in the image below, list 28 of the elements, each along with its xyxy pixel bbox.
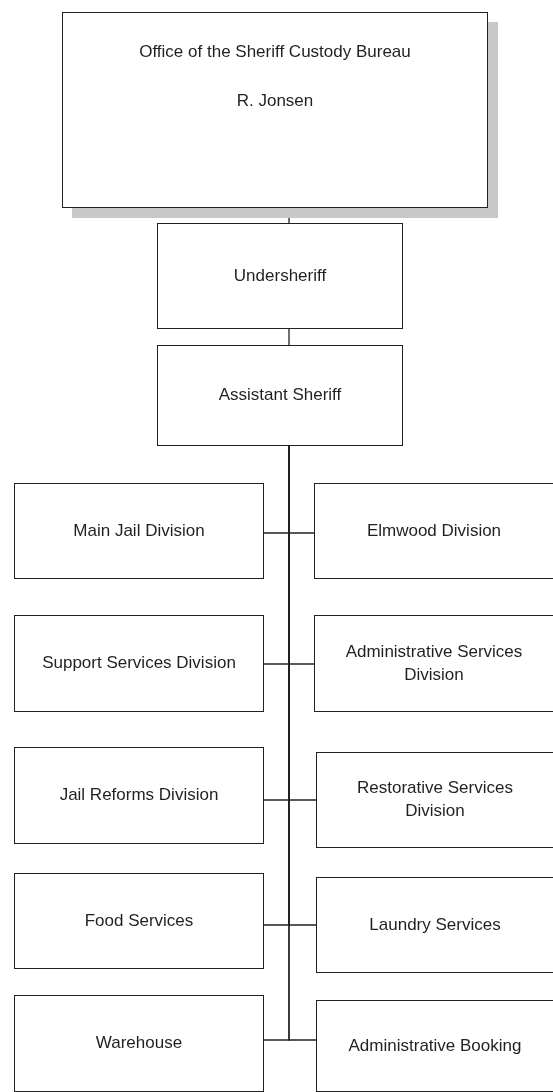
- box-label: Undersheriff: [233, 264, 327, 287]
- box-label: Administrative Booking: [348, 1034, 522, 1057]
- org-box: [14, 483, 264, 579]
- org-box: [14, 995, 264, 1092]
- org-box: [314, 615, 553, 712]
- box-label: Administrative Services Division: [344, 640, 524, 686]
- title-box: [62, 12, 488, 208]
- org-box: [314, 483, 553, 579]
- box-label: Restorative Services Division: [356, 777, 514, 822]
- box-label: Food Services: [84, 909, 194, 932]
- box-label: Support Services Division: [42, 652, 236, 675]
- box-label: Elmwood Division: [366, 519, 502, 542]
- box-label: Jail Reforms Division: [59, 784, 219, 807]
- org-box: [316, 877, 553, 973]
- name-label: R. Jonsen: [236, 89, 314, 112]
- org-box: [14, 615, 264, 712]
- org-box: [14, 747, 264, 844]
- org-box: [316, 1000, 553, 1092]
- box-label: Assistant Sheriff: [218, 384, 342, 406]
- org-box: [157, 345, 403, 446]
- box-label: Office of the Sheriff Custody Bureau: [139, 41, 411, 63]
- box-label: Warehouse: [95, 1032, 183, 1055]
- connector-line: [288, 328, 290, 346]
- org-box: [14, 873, 264, 969]
- org-box: [157, 223, 403, 329]
- box-label: Laundry Services: [369, 913, 501, 936]
- box-label: Main Jail Division: [73, 519, 205, 542]
- org-box: [316, 752, 553, 848]
